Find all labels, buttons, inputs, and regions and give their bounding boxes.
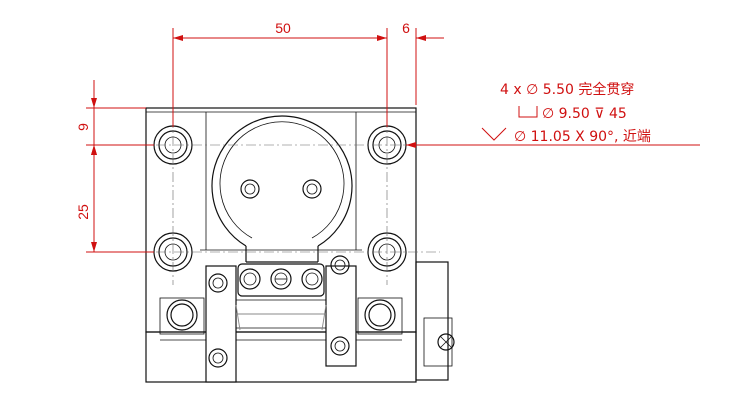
dimension-50: 50 xyxy=(172,20,388,127)
hole-callout-line3: ∅ 11.05 X 90°, 近端 xyxy=(514,129,651,145)
clamp-mechanism xyxy=(159,255,403,383)
dimension-9-label: 9 xyxy=(75,123,91,131)
dimension-6-label: 6 xyxy=(402,20,410,36)
dimension-25-label: 25 xyxy=(75,204,91,220)
hole-callout-line2: ∅ 9.50 ⊽ 45 xyxy=(542,106,627,122)
part-outline xyxy=(145,107,455,383)
center-lines xyxy=(120,100,440,285)
mounting-holes xyxy=(153,125,407,272)
dimension-50-label: 50 xyxy=(275,20,291,36)
dimension-9: 9 xyxy=(75,80,154,155)
dimension-25: 25 xyxy=(75,145,154,253)
hole-callout-line1: 4 x ∅ 5.50 完全贯穿 xyxy=(500,81,634,98)
dimension-6: 6 xyxy=(360,20,444,105)
hole-callout: 4 x ∅ 5.50 完全贯穿 ∅ 9.50 ⊽ 45 ∅ 11.05 X 90… xyxy=(406,81,700,148)
rotary-housing xyxy=(211,115,353,263)
